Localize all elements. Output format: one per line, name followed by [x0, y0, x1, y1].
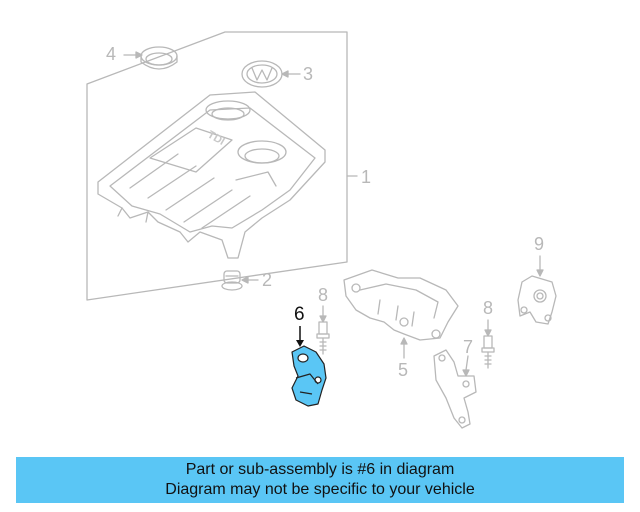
callout-8-left: 8	[318, 285, 329, 305]
info-banner: Part or sub-assembly is #6 in diagram Di…	[16, 457, 624, 503]
bolt-part-8-left	[316, 321, 330, 355]
banner-line-2: Diagram may not be specific to your vehi…	[165, 481, 475, 498]
callout-8-right: 8	[483, 298, 494, 318]
callout-9: 9	[534, 234, 545, 254]
bracket-part-7	[433, 349, 477, 429]
cap-part-4	[140, 46, 178, 70]
callout-1: 1	[361, 167, 372, 187]
callout-4: 4	[106, 44, 117, 64]
highlighted-part-6	[291, 345, 327, 407]
callout-5: 5	[398, 360, 409, 380]
bracket-part-9	[517, 275, 557, 325]
engine-cover	[97, 91, 326, 259]
callout-7: 7	[463, 337, 474, 357]
grommet-part-2	[221, 270, 243, 291]
bolt-part-8-right	[481, 335, 495, 369]
callout-2: 2	[262, 270, 273, 290]
banner-line-1: Part or sub-assembly is #6 in diagram	[185, 461, 455, 478]
bracket-part-5	[343, 269, 459, 341]
cover-badge-text: TDI	[205, 129, 226, 148]
callout-6: 6	[294, 304, 305, 325]
emblem-part-3	[241, 60, 283, 88]
callout-3: 3	[303, 64, 314, 84]
cover-group-frame	[86, 31, 348, 301]
parts-diagram: TDI	[86, 31, 557, 429]
